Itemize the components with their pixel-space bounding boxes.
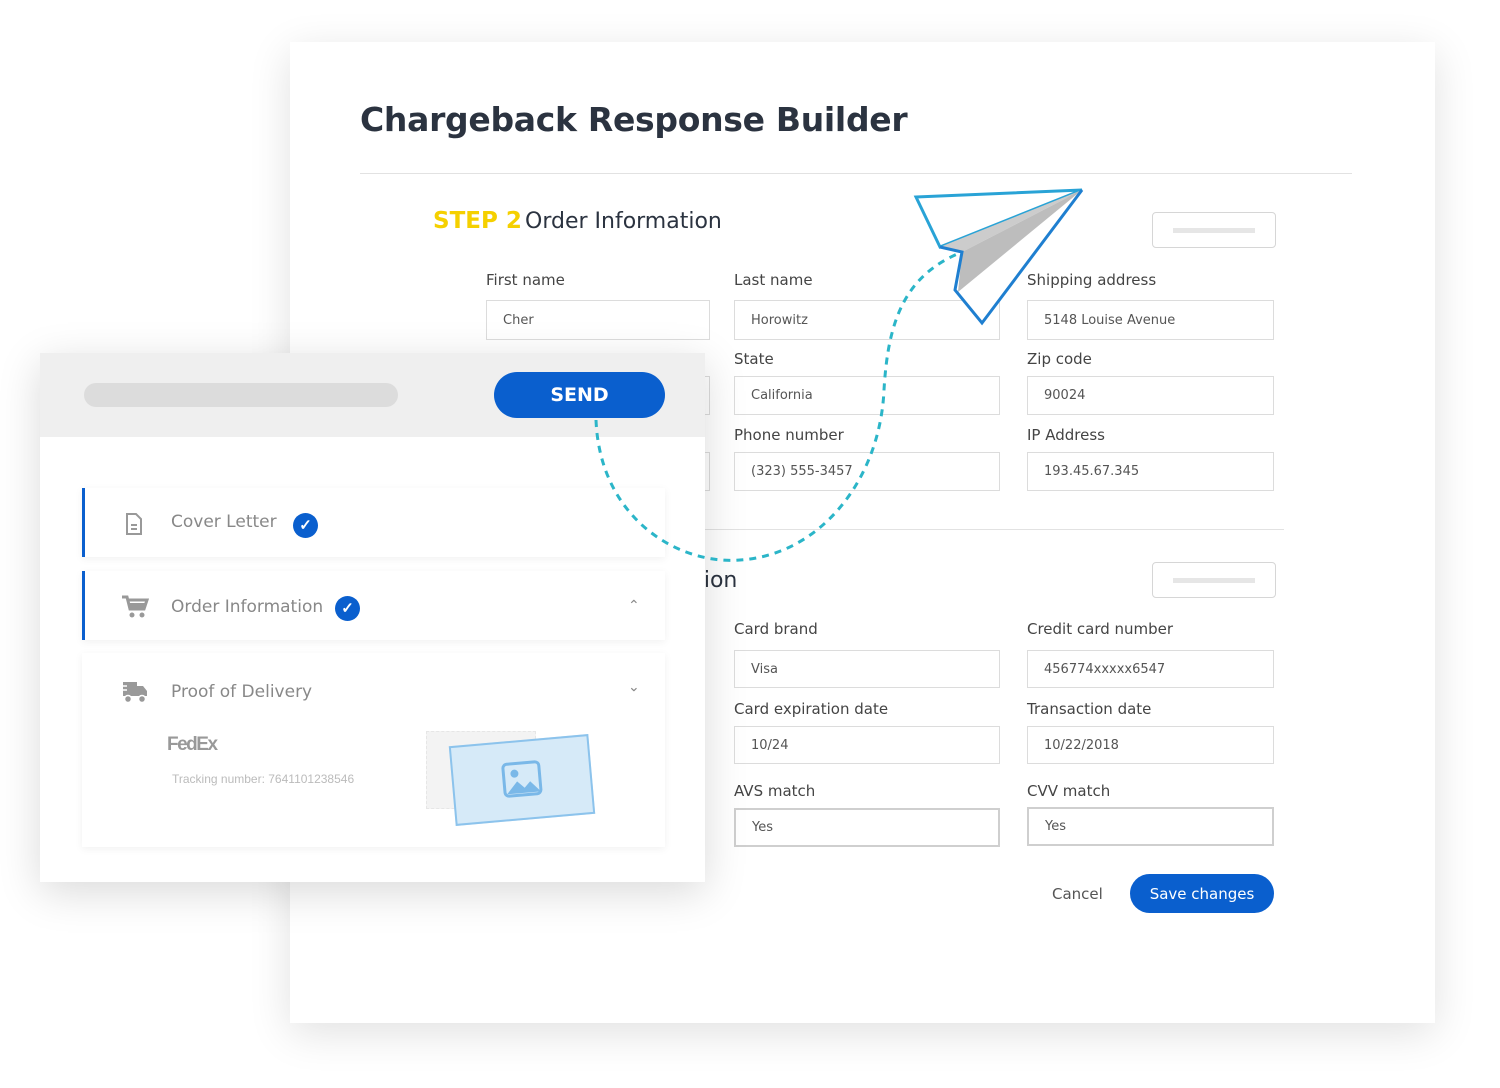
placeholder-button[interactable] [1152,562,1276,598]
field-label: Last name [734,271,813,289]
field-label: First name [486,271,565,289]
field-label: Card brand [734,620,818,638]
delivery-photo[interactable] [448,734,596,826]
card-brand-input[interactable]: Visa [734,650,1000,688]
field-label: Phone number [734,426,844,444]
item-label: Order Information [171,597,324,617]
placeholder-bar [84,383,398,407]
item-label: Proof of Delivery [171,682,313,702]
cart-icon [122,595,149,618]
check-icon: ✓ [293,513,318,538]
field-label: Shipping address [1027,271,1157,289]
check-icon: ✓ [335,596,360,621]
transaction-date-input[interactable]: 10/22/2018 [1027,726,1274,764]
field-label: State [734,350,774,368]
dashed-path [594,250,963,562]
document-icon [126,513,142,535]
paper-plane-icon [913,188,1084,326]
section-title: Order Information [525,209,722,234]
tracking-number: Tracking number: 7641101238546 [172,772,355,786]
fedex-logo: FedEx [167,734,218,755]
save-changes-button[interactable]: Save changes [1130,874,1274,913]
ip-address-input[interactable]: 193.45.67.345 [1027,452,1274,491]
send-panel: SEND Cover Letter ✓ Order Information ✓ … [40,353,705,882]
list-item-order-information[interactable]: Order Information ✓ ⌃ [82,571,665,640]
item-label: Cover Letter [171,512,277,532]
list-item-proof-of-delivery[interactable]: Proof of Delivery ⌃ FedEx Tracking numbe… [82,653,665,847]
cvv-match-input[interactable]: Yes [1027,807,1274,846]
cancel-button[interactable]: Cancel [1052,885,1103,903]
field-label: Credit card number [1027,620,1174,638]
divider [680,529,1284,530]
send-button[interactable]: SEND [494,372,665,418]
field-label: AVS match [734,782,816,800]
shipping-address-input[interactable]: 5148 Louise Avenue [1027,300,1274,340]
divider [360,173,1352,174]
truck-icon [119,682,147,704]
chevron-up-icon[interactable]: ⌃ [628,597,640,613]
state-input[interactable]: California [734,376,1000,415]
step-label: STEP 2 [433,208,522,234]
image-icon [501,760,543,798]
last-name-input[interactable]: Horowitz [734,300,1000,340]
page-title: Chargeback Response Builder [360,100,908,139]
field-label: Card expiration date [734,700,889,718]
field-label: CVV match [1027,782,1111,800]
expiration-input[interactable]: 10/24 [734,726,1000,764]
placeholder-button[interactable] [1152,212,1276,248]
phone-input[interactable]: (323) 555-3457 [734,452,1000,491]
first-name-input[interactable]: Cher [486,300,710,340]
field-label: IP Address [1027,426,1105,444]
field-label: Zip code [1027,350,1092,368]
list-item-cover-letter[interactable]: Cover Letter ✓ [82,488,665,557]
field-label: Transaction date [1027,700,1152,718]
zip-code-input[interactable]: 90024 [1027,376,1274,415]
card-number-input[interactable]: 456774xxxxx6547 [1027,650,1274,688]
avs-match-input[interactable]: Yes [734,808,1000,847]
